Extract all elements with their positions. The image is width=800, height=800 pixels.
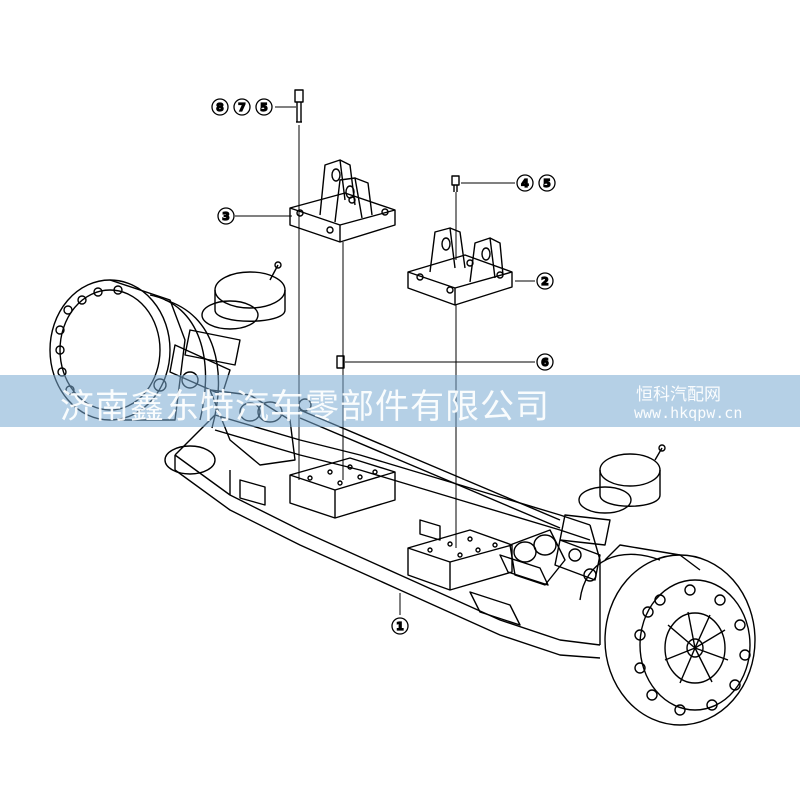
callout-1: 1 xyxy=(391,617,409,635)
bracket-3 xyxy=(289,159,396,243)
watermark-site-name: 恒科汽配网 xyxy=(636,385,721,405)
callout-1-label: 1 xyxy=(396,620,404,633)
callout-6-label: 6 xyxy=(541,356,549,369)
watermark-site-url: www.hkqpw.cn xyxy=(634,404,743,422)
right-knuckle xyxy=(509,529,566,586)
callout-7-label: 7 xyxy=(238,101,246,114)
right-wheel-studs xyxy=(634,584,751,716)
callout-2: 2 xyxy=(536,272,554,290)
leader-lines xyxy=(235,106,535,615)
callout-5b-label: 5 xyxy=(543,177,551,190)
right-hub-spokes xyxy=(664,611,729,684)
bracket-2 xyxy=(407,227,513,306)
axle-beam xyxy=(174,414,601,659)
callout-8-label: 8 xyxy=(216,101,224,114)
right-brake-chamber xyxy=(554,444,666,582)
callout-5b: 5 xyxy=(538,174,556,192)
left-spring-pad xyxy=(289,457,396,519)
bolt-8-7-5 xyxy=(294,89,304,123)
callout-4-label: 4 xyxy=(521,177,529,190)
bolt-4-5 xyxy=(451,175,460,192)
callout-3: 3 xyxy=(217,207,235,225)
callout-3-label: 3 xyxy=(222,210,230,223)
callouts: 8 7 5 3 4 5 2 xyxy=(211,98,556,635)
callout-5a: 5 xyxy=(255,98,273,116)
callout-6: 6 xyxy=(536,353,554,371)
callout-5a-label: 5 xyxy=(260,101,268,114)
right-brake-drum xyxy=(579,544,756,726)
callout-8: 8 xyxy=(211,98,229,116)
callout-2-label: 2 xyxy=(541,275,549,288)
right-spring-pad xyxy=(407,529,513,591)
pin-6 xyxy=(336,355,345,369)
watermark-company: 济南鑫东特汽车零部件有限公司 xyxy=(60,387,550,427)
callout-4: 4 xyxy=(516,174,534,192)
watermark-band xyxy=(0,375,800,427)
callout-7: 7 xyxy=(233,98,251,116)
